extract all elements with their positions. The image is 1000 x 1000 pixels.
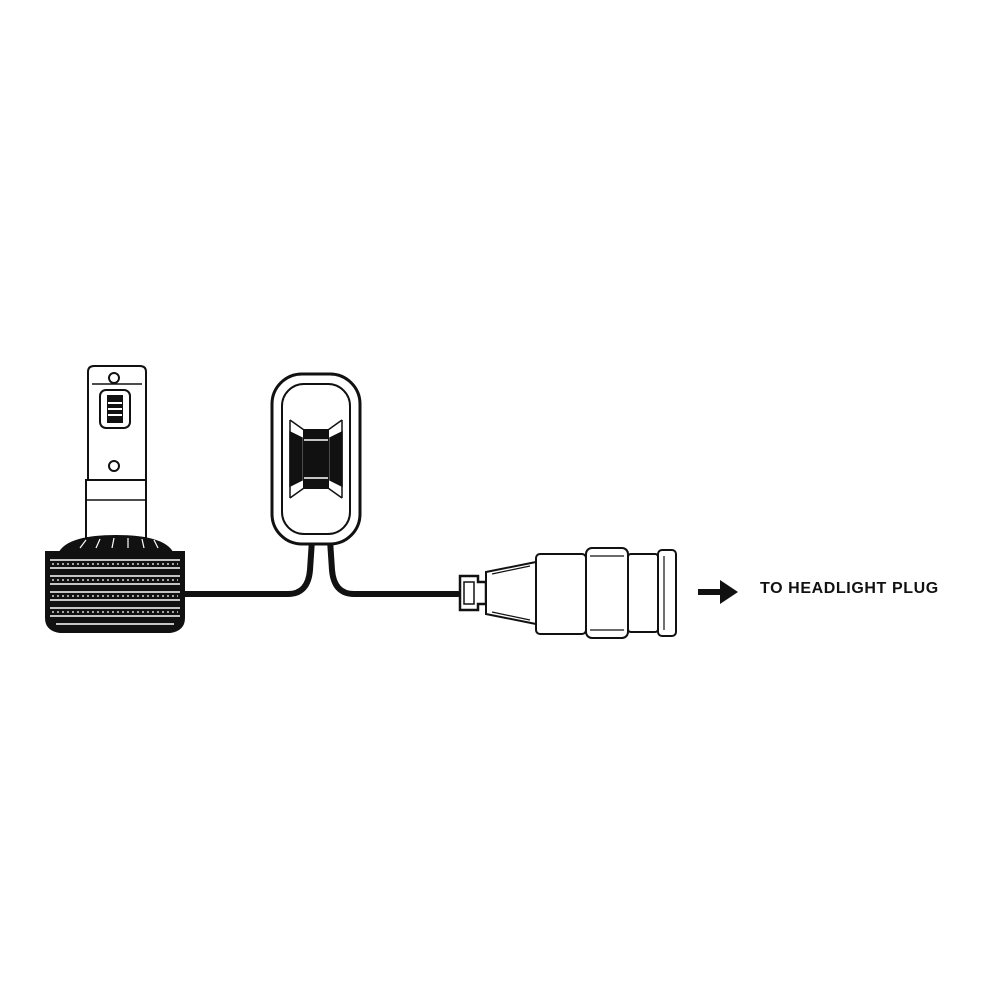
arrow-right-icon [698, 580, 738, 604]
decoder-chip [303, 429, 329, 489]
heatsink-fins [50, 559, 180, 625]
wiring-harness [177, 537, 461, 597]
to-headlight-plug-label: TO HEADLIGHT PLUG [760, 580, 939, 597]
connector-endcap [657, 549, 677, 637]
wire-bulb-to-decoder [177, 537, 315, 597]
connector-body [535, 553, 587, 635]
connector-ring [585, 547, 629, 639]
connector-rear [627, 553, 659, 633]
decoder-left-panel [289, 430, 303, 488]
canbus-decoder-icon [270, 372, 362, 546]
led-bulb-icon [45, 365, 185, 633]
wire-decoder-to-connector [327, 537, 461, 597]
mount-hole-top [108, 372, 120, 384]
mount-hole-bottom [108, 460, 120, 472]
plug-connector-icon [458, 547, 677, 639]
decoder-right-panel [329, 430, 343, 488]
bulb-neck [85, 479, 147, 539]
bulb-flange [58, 534, 174, 553]
connector-latch [485, 560, 537, 626]
